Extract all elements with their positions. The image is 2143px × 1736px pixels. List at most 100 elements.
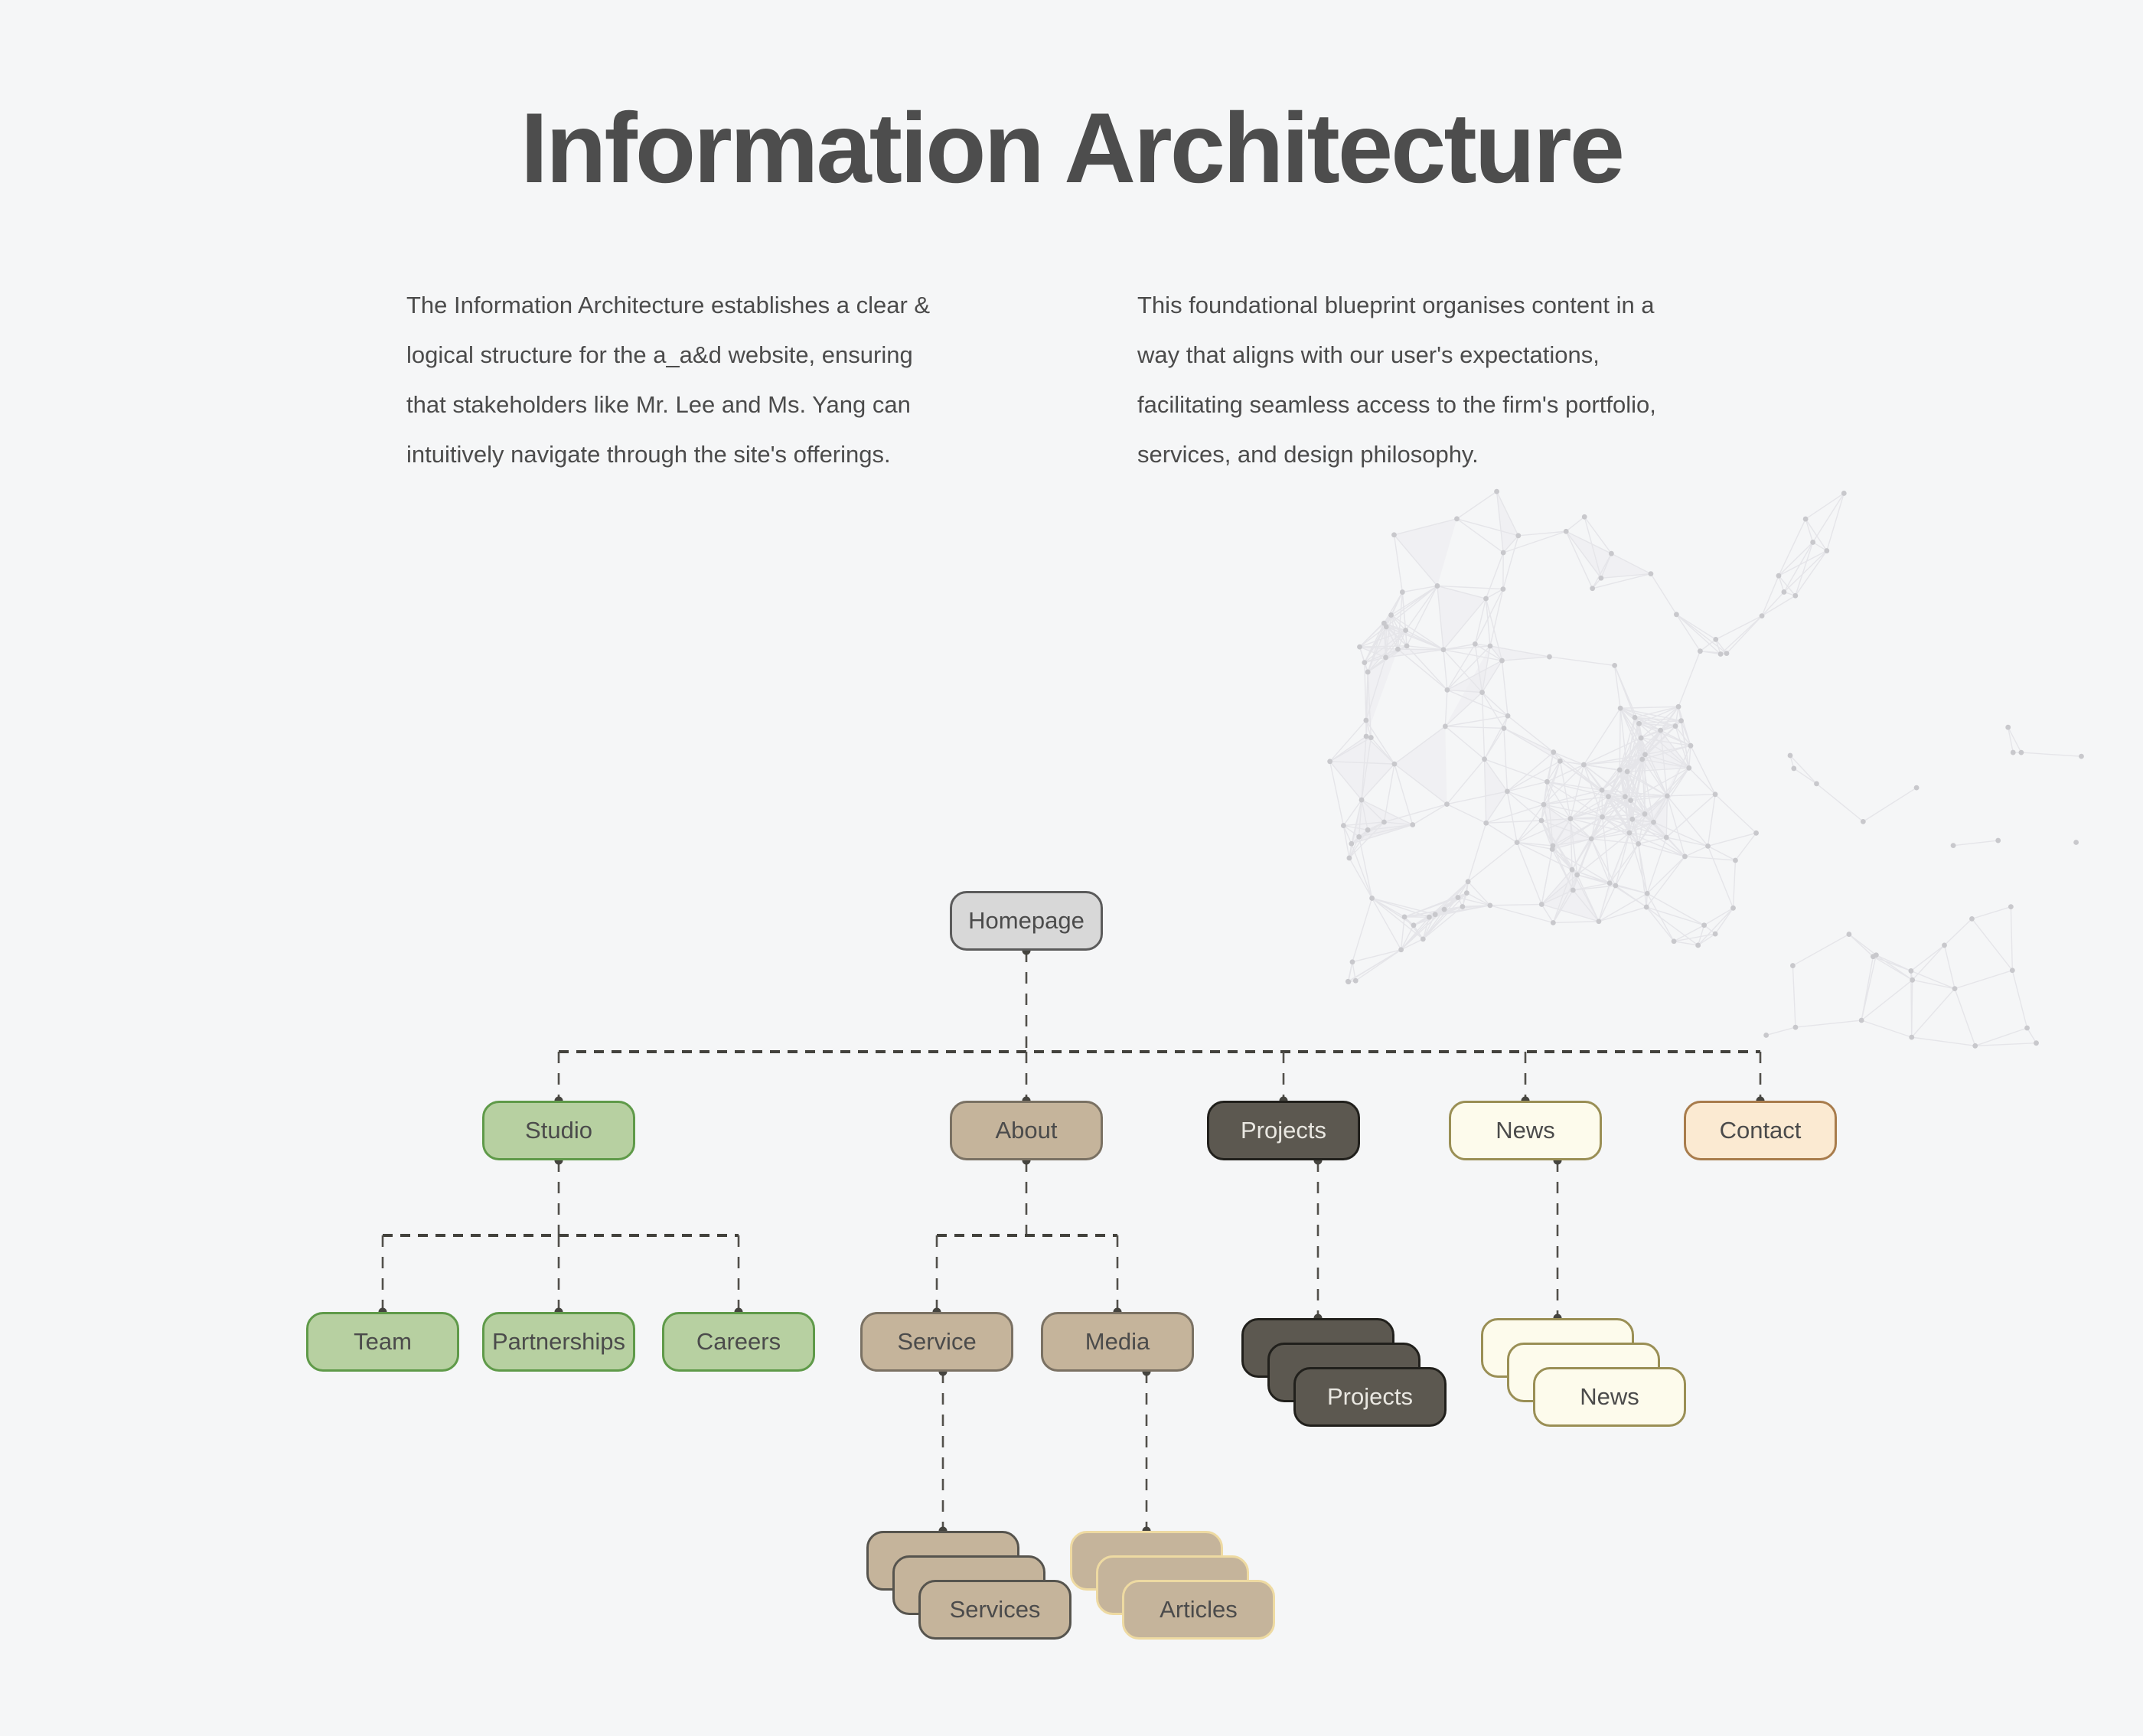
plexus-facet <box>1437 586 1486 650</box>
plexus-edge <box>1795 542 1814 596</box>
plexus-edge <box>1601 789 1654 823</box>
plexus-edge <box>1518 530 1567 537</box>
plexus-edge <box>1708 832 1756 847</box>
plexus-edge <box>1329 736 1367 762</box>
plexus-edge <box>1708 845 1736 861</box>
plexus-dot <box>1810 540 1816 545</box>
plexus-dot <box>1483 820 1489 826</box>
plexus-edge <box>1584 737 1642 765</box>
plexus-edge <box>1660 729 1690 768</box>
plexus-edge <box>1406 645 1444 651</box>
plexus-edge <box>1364 657 1386 664</box>
plexus-edge <box>1467 881 1491 906</box>
plexus-facet <box>1504 728 1561 762</box>
plexus-edge <box>1646 892 1704 926</box>
plexus-facet <box>1351 824 1413 844</box>
plexus-dot <box>1472 641 1478 647</box>
plexus-edge <box>1541 874 1578 906</box>
plexus-edge <box>1443 906 1463 910</box>
plexus-edge <box>1404 916 1414 926</box>
plexus-dot <box>1858 1017 1864 1023</box>
plexus-dot <box>1776 573 1782 579</box>
plexus-edge <box>1644 767 1690 814</box>
plexus-edge <box>1358 837 1373 899</box>
plexus-edge <box>1646 906 1675 942</box>
plexus-edge <box>1789 755 1817 785</box>
plexus-edge <box>1666 767 1690 797</box>
plexus-edge <box>1565 530 1593 589</box>
plexus-edge <box>1572 838 1592 891</box>
plexus-edge <box>1385 626 1387 658</box>
plexus-edge <box>1645 745 1691 755</box>
plexus-edge <box>2011 970 2028 1029</box>
plexus-edge <box>1640 725 1676 739</box>
plexus-dot <box>1514 840 1520 846</box>
plexus-edge <box>1792 933 1850 967</box>
plexus-edge <box>1447 645 1491 690</box>
plexus-edge <box>1583 707 1621 765</box>
plexus-dot <box>1814 781 1819 787</box>
plexus-edge <box>1384 622 1444 651</box>
node-studio: Studio <box>482 1101 635 1160</box>
plexus-edge <box>1559 761 1571 819</box>
plexus-edge <box>1365 736 1372 739</box>
plexus-dot <box>1547 654 1552 660</box>
plexus-dot <box>1383 654 1388 661</box>
plexus-dot <box>1909 1034 1915 1040</box>
plexus-edge <box>1646 856 1685 894</box>
plexus-edge <box>1352 961 1356 981</box>
plexus-edge <box>2010 906 2014 971</box>
plexus-edge <box>1592 553 1612 589</box>
plexus-edge <box>1570 764 1585 819</box>
plexus-edge <box>1359 622 1385 648</box>
plexus-dot <box>1581 762 1587 768</box>
plexus-edge <box>1361 799 1414 826</box>
node-contact: Contact <box>1684 1101 1837 1160</box>
plexus-edge <box>1646 892 1675 942</box>
plexus-edge <box>1384 821 1413 826</box>
plexus-edge <box>1398 645 1407 650</box>
plexus-edge <box>1678 706 1691 746</box>
plexus-edge <box>1367 622 1385 673</box>
plexus-facet <box>1541 874 1577 905</box>
plexus-edge <box>1482 692 1509 716</box>
plexus-dot <box>1674 612 1679 618</box>
plexus-edge <box>1634 716 1691 746</box>
plexus-edge <box>1610 883 1648 894</box>
plexus-edge <box>1590 796 1610 840</box>
plexus-edge <box>1598 892 1648 922</box>
plexus-edge <box>1391 615 1407 631</box>
plexus-edge <box>1481 692 1505 729</box>
plexus-edge <box>1584 517 1602 579</box>
plexus-dot <box>1622 794 1628 800</box>
plexus-edge <box>1367 657 1386 673</box>
plexus-dot <box>1574 872 1580 878</box>
plexus-edge <box>1541 804 1544 821</box>
plexus-edge <box>1443 881 1469 910</box>
plexus-edge <box>2026 1027 2037 1044</box>
plexus-edge <box>1975 1042 2037 1047</box>
plexus-dot <box>1500 586 1506 592</box>
plexus-edge <box>1584 764 1628 772</box>
plexus-edge <box>1385 645 1407 658</box>
plexus-edge <box>1911 980 1913 1038</box>
plexus-dot <box>1717 651 1724 657</box>
plexus-edge <box>1590 818 1633 840</box>
plexus-edge <box>1626 737 1642 772</box>
plexus-edge <box>1367 615 1392 673</box>
plexus-edge <box>1541 820 1554 847</box>
plexus-dot <box>2073 840 2079 845</box>
plexus-edge <box>1552 874 1578 923</box>
plexus-edge <box>1615 832 1630 886</box>
plexus-edge <box>1404 916 1424 940</box>
plexus-dot <box>2008 904 2014 910</box>
plexus-edge <box>1347 949 1401 982</box>
plexus-edge <box>1444 690 1448 726</box>
plexus-edge <box>1422 897 1459 940</box>
plexus-edge <box>1607 737 1642 798</box>
plexus-dot <box>1346 855 1352 861</box>
plexus-edge <box>1583 764 1609 798</box>
plexus-dot <box>1608 550 1614 556</box>
plexus-edge <box>1600 573 1651 579</box>
